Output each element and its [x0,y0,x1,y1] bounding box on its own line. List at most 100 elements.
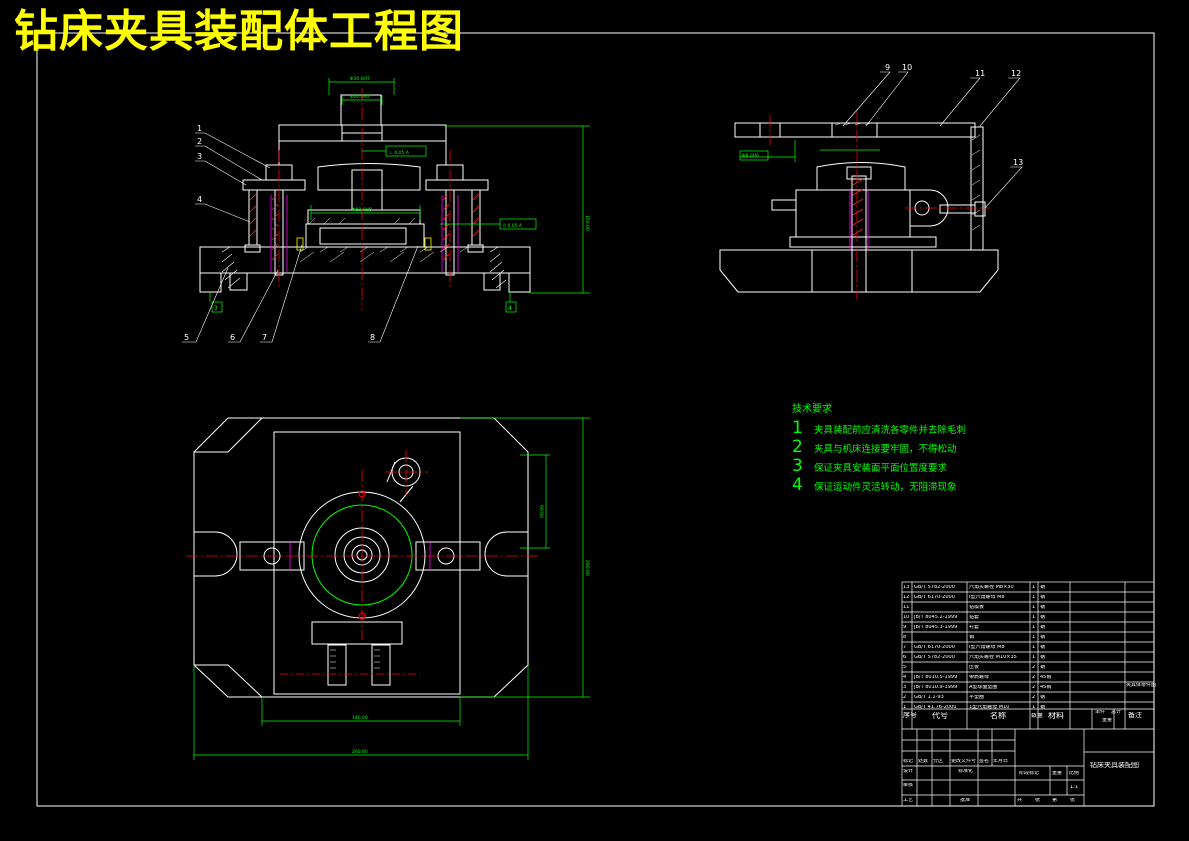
bom-header-single: 单件 [1095,710,1106,715]
requirement-item: 4 保证运动件灵活转动，无阻滞现象 [792,476,966,495]
bom-cell-name: A型球面垫圈 [969,685,998,690]
balloon-11: 11 [975,69,985,78]
front-dim-text: Φ30.0H7 Φ20.0H7 Φ80.0H8 150.00 ⊥ 0.05 A … [350,76,590,231]
bom-cell-code: JB/T 8010.5-1999 [914,675,958,680]
requirement-text: 夹具与机床连接要牢固，不得松动 [814,443,957,455]
bom-cell-no: 4 [903,675,907,680]
bom-header-weight: 重量 [1102,718,1113,723]
bom-cell-name: 钻模板 [969,605,985,610]
bom-cell-no: 12 [903,595,910,600]
sheet-border [36,32,1155,807]
tb-count: 处数 [918,759,929,764]
bom-cell-qty: 1 [1032,705,1036,710]
bom-cell-mat: 45钢 [1040,675,1052,680]
bom-cell-name: I型六角螺母 M8 [969,645,1005,650]
balloon-12: 12 [1011,69,1021,78]
requirement-number: 1 [792,418,803,438]
svg-text:Φ80.0H8: Φ80.0H8 [352,207,372,213]
bom-cell-mat: 45钢 [1040,685,1052,690]
bom-header-total: 总计 [1111,710,1122,715]
side-centerlines [769,110,990,300]
balloon-9: 9 [885,63,890,72]
top-dimensions [193,417,590,760]
bom-cell-no: 11 [903,605,910,610]
top-view-detail [280,542,431,675]
svg-text:150.00: 150.00 [584,215,590,231]
top-view [193,417,529,698]
bom-cell-qty: 2 [1032,675,1036,680]
bom-cell-mat: 钢 [1040,695,1046,700]
bom-header-code: 代号 [932,712,948,720]
balloon-7: 7 [262,333,267,342]
bom-cell-name: 带肩螺母 [969,675,990,680]
requirement-item: 2 夹具与机床连接要牢固，不得松动 [792,438,966,457]
bom-cell-qty: 2 [1032,695,1036,700]
bom-cell-name: I型六角螺母 M8 [969,595,1005,600]
top-centerlines [186,450,540,640]
balloon-4: 4 [197,195,202,204]
bom-cell-mat: 钢 [1040,625,1046,630]
bom-cell-name: 六角头螺栓 M10×35 [969,655,1017,660]
tb-page-unit: 张 [1070,798,1076,803]
bom-cell-mat: 钢 [1040,655,1046,660]
tb-doc: 更改文件号 [951,759,977,764]
bom-header-name: 名称 [990,712,1006,720]
bom-cell-no: 1 [903,705,907,710]
bom-cell-mat: 钢 [1040,595,1046,600]
tb-std: 标准化 [958,769,974,774]
bom-cell-no: 6 [903,655,907,660]
bom-cell-code: JB/T 8045.3-1999 [914,625,958,630]
tb-sign: 签名 [979,759,990,764]
front-balloon-labels: 1 2 3 4 5 6 7 8 3 4 [184,124,512,342]
requirement-number: 4 [792,475,803,495]
bom-cell-code: JB/T 8045.2-1999 [914,615,958,620]
bom-cell-name: 衬套 [969,625,980,630]
side-view [719,122,999,293]
balloon-13: 13 [1013,158,1023,167]
svg-text:// 0.05 A: // 0.05 A [503,223,523,229]
bom-cell-qty: 2 [1032,685,1036,690]
tb-sheet-unit: 张 [1035,798,1041,803]
bom-cell-no: 3 [903,685,907,690]
requirement-number: 2 [792,437,803,457]
bom-cell-no: 7 [903,645,907,650]
front-dimensions [209,78,590,313]
bom-cell-qty: 1 [1032,645,1036,650]
bom-cell-mat: 钢 [1040,645,1046,650]
bom-cell-mat: 钢 [1040,585,1046,590]
bom-cell-qty: 1 [1032,615,1036,620]
svg-text:280.00: 280.00 [584,560,590,576]
tb-process: 工艺 [903,798,914,803]
title-block-lines [901,581,1155,807]
bom-cell-mat: 钢 [1040,605,1046,610]
bom-cell-mat: 钢 [1040,665,1046,670]
bom-header-remark: 备注 [1128,712,1142,719]
side-dim-text: Φ8.0H6 [742,153,759,159]
svg-text:140.00: 140.00 [352,715,368,721]
requirements-heading: 技术要求 [792,404,832,415]
bom-remark-text: 夹具体零件图 [1126,683,1157,688]
bom-cell-code: GB/T 41.76-2000 [914,705,957,710]
bom-cell-mat: 钢 [1040,635,1046,640]
tb-weight: 重量 [1052,771,1063,776]
bom-cell-mat: 钢 [1040,615,1046,620]
bom-cell-name: 销 [969,635,975,640]
requirement-number: 3 [792,456,803,476]
tb-sheets: 共 [1017,798,1023,803]
bom-cell-qty: 1 [1032,635,1036,640]
requirement-item: 3 保证夹具安装面平面位置度要求 [792,457,966,476]
front-centerlines [278,88,451,310]
bom-cell-qty: 1 [1032,595,1036,600]
balloon-3: 3 [197,152,202,161]
requirement-text: 保证夹具安装面平面位置度要求 [814,462,948,474]
tb-scale: 比例 [1069,771,1080,776]
drawing-title: 钻床夹具装配体工程图 [14,6,464,57]
bom-cell-no: 2 [903,695,907,700]
requirement-item: 1 夹具装配前应清洗各零件并去除毛刺 [792,419,966,438]
bom-cell-code: GB/T 6170-2000 [914,645,955,650]
side-dimensions [739,140,880,162]
svg-text:Φ30.0H7: Φ30.0H7 [350,76,370,82]
top-dim-text: 280.00 60.00 140.00 260.00 [352,505,590,755]
